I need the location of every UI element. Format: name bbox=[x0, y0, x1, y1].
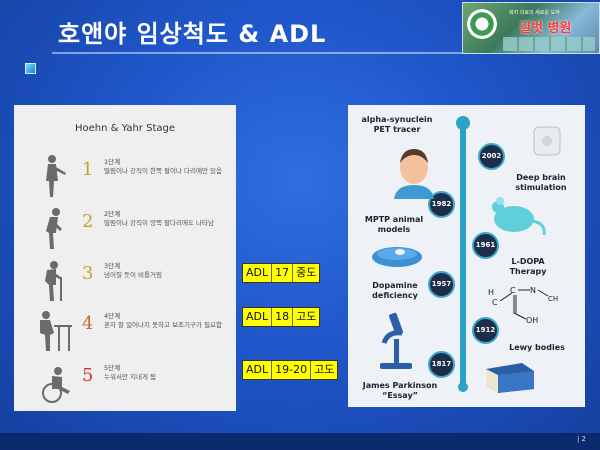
stage-desc: 떨림이나 강직이 양쪽 팔다리에도 나타남 bbox=[104, 219, 214, 227]
year-marker: 1961 bbox=[472, 232, 499, 259]
timeline-axis bbox=[456, 116, 470, 392]
stage-label: 2단계 bbox=[104, 210, 121, 218]
adl-badge: ADL 19-20 고도 bbox=[242, 360, 339, 380]
stage-label: 3단계 bbox=[104, 262, 121, 270]
stage-number: 4 bbox=[82, 313, 94, 334]
logo-photo-strip bbox=[503, 37, 595, 51]
mouse-icon bbox=[492, 197, 546, 236]
year-marker: 2002 bbox=[478, 143, 505, 170]
svg-text:H: H bbox=[488, 288, 494, 297]
label-james-parkinson: James Parkinson “Essay” bbox=[362, 381, 438, 400]
hospital-logo: 복지 의료의 새로운 도약 길벗 병원 bbox=[462, 2, 600, 54]
timeline-panel: 2002 1982 1961 1957 1912 1817 alpha-synu… bbox=[348, 105, 585, 407]
adl-badge: ADL 17 중도 bbox=[242, 263, 321, 283]
book-icon bbox=[486, 363, 534, 393]
year-marker: 1912 bbox=[472, 317, 499, 344]
dbs-device-icon bbox=[533, 126, 561, 156]
stage-number: 2 bbox=[82, 211, 94, 232]
dish-icon bbox=[372, 247, 422, 267]
label-deep-brain-stimulation: Deep brain stimulation bbox=[515, 173, 567, 192]
stage-number: 3 bbox=[82, 263, 94, 284]
label-mptp: MPTP animal models bbox=[364, 215, 424, 234]
adl-label: ADL bbox=[243, 264, 273, 282]
logo-tagline: 복지 의료의 새로운 도약 bbox=[509, 10, 560, 16]
person-wheelchair-icon bbox=[42, 367, 70, 403]
label-l-dopa: L-DOPA Therapy bbox=[509, 257, 547, 276]
person-stooped-icon bbox=[46, 208, 62, 249]
adl-badge: ADL 18 고도 bbox=[242, 307, 321, 327]
adl-level: 고도 bbox=[314, 363, 335, 376]
svg-text:CH: CH bbox=[548, 295, 558, 303]
logo-name: 길벗 병원 bbox=[519, 21, 572, 36]
adl-label: ADL bbox=[243, 308, 273, 326]
stage-desc: 넘어질 듯이 비틀거림 bbox=[104, 271, 162, 279]
title-divider bbox=[52, 52, 462, 54]
stage-label: 5단계 bbox=[104, 364, 121, 372]
footer-bar: | 2 bbox=[0, 433, 600, 450]
label-alpha-synuclein: alpha-synuclein PET tracer bbox=[361, 115, 433, 134]
stage-desc: 혼자 잘 일어나지 못하고 보조기구가 필요함 bbox=[104, 321, 222, 329]
adl-level: 중도 bbox=[296, 266, 317, 279]
stage-row: 1 1단계 떨림이나 강직이 한쪽 팔이나 다리에만 있음 bbox=[14, 153, 236, 205]
svg-text:C: C bbox=[492, 298, 498, 307]
stage-desc: 누워서만 지내게 됨 bbox=[104, 373, 156, 381]
stage-row: 3 3단계 넘어질 듯이 비틀거림 bbox=[14, 257, 236, 309]
head-bust-icon bbox=[394, 149, 434, 199]
stage-number: 1 bbox=[82, 159, 94, 180]
stage-row: 5 5단계 누워서만 지내게 됨 bbox=[14, 359, 236, 411]
adl-score: 19-20 bbox=[272, 361, 312, 379]
molecule-structure-icon: H C C N CH OH bbox=[488, 286, 558, 325]
slide-title: 호앤야 임상척도 & ADL bbox=[58, 20, 327, 48]
adl-score: 18 bbox=[272, 308, 294, 326]
hoehn-yahr-title: Hoehn & Yahr Stage bbox=[74, 123, 175, 134]
svg-text:C: C bbox=[510, 286, 516, 295]
person-tremor-icon bbox=[46, 155, 66, 197]
microscope-icon bbox=[380, 312, 412, 369]
logo-emblem-icon bbox=[467, 9, 497, 39]
adl-label: ADL bbox=[243, 361, 273, 379]
person-cane-icon bbox=[45, 261, 62, 301]
year-marker: 1817 bbox=[428, 351, 455, 378]
year-marker: 1957 bbox=[428, 271, 455, 298]
stage-row: 4 4단계 혼자 잘 일어나지 못하고 보조기구가 필요함 bbox=[14, 307, 236, 359]
person-walker-icon bbox=[40, 311, 72, 351]
page-number: | 2 bbox=[576, 435, 586, 443]
stage-number: 5 bbox=[82, 365, 94, 386]
stage-label: 4단계 bbox=[104, 312, 121, 320]
adl-level: 고도 bbox=[296, 310, 317, 323]
stage-label: 1단계 bbox=[104, 158, 121, 166]
bullet-icon bbox=[25, 63, 36, 74]
stage-row: 2 2단계 떨림이나 강직이 양쪽 팔다리에도 나타남 bbox=[14, 205, 236, 257]
svg-text:OH: OH bbox=[526, 316, 538, 325]
label-lewy-bodies: Lewy bodies bbox=[509, 343, 565, 352]
adl-score: 17 bbox=[272, 264, 294, 282]
stage-desc: 떨림이나 강직이 한쪽 팔이나 다리에만 있음 bbox=[104, 167, 222, 175]
svg-text:N: N bbox=[530, 286, 536, 295]
hoehn-yahr-panel: Hoehn & Yahr Stage 1 1단계 떨림이나 강직이 한쪽 팔이나… bbox=[14, 105, 236, 411]
label-dopamine: Dopamine deficiency bbox=[372, 281, 418, 300]
